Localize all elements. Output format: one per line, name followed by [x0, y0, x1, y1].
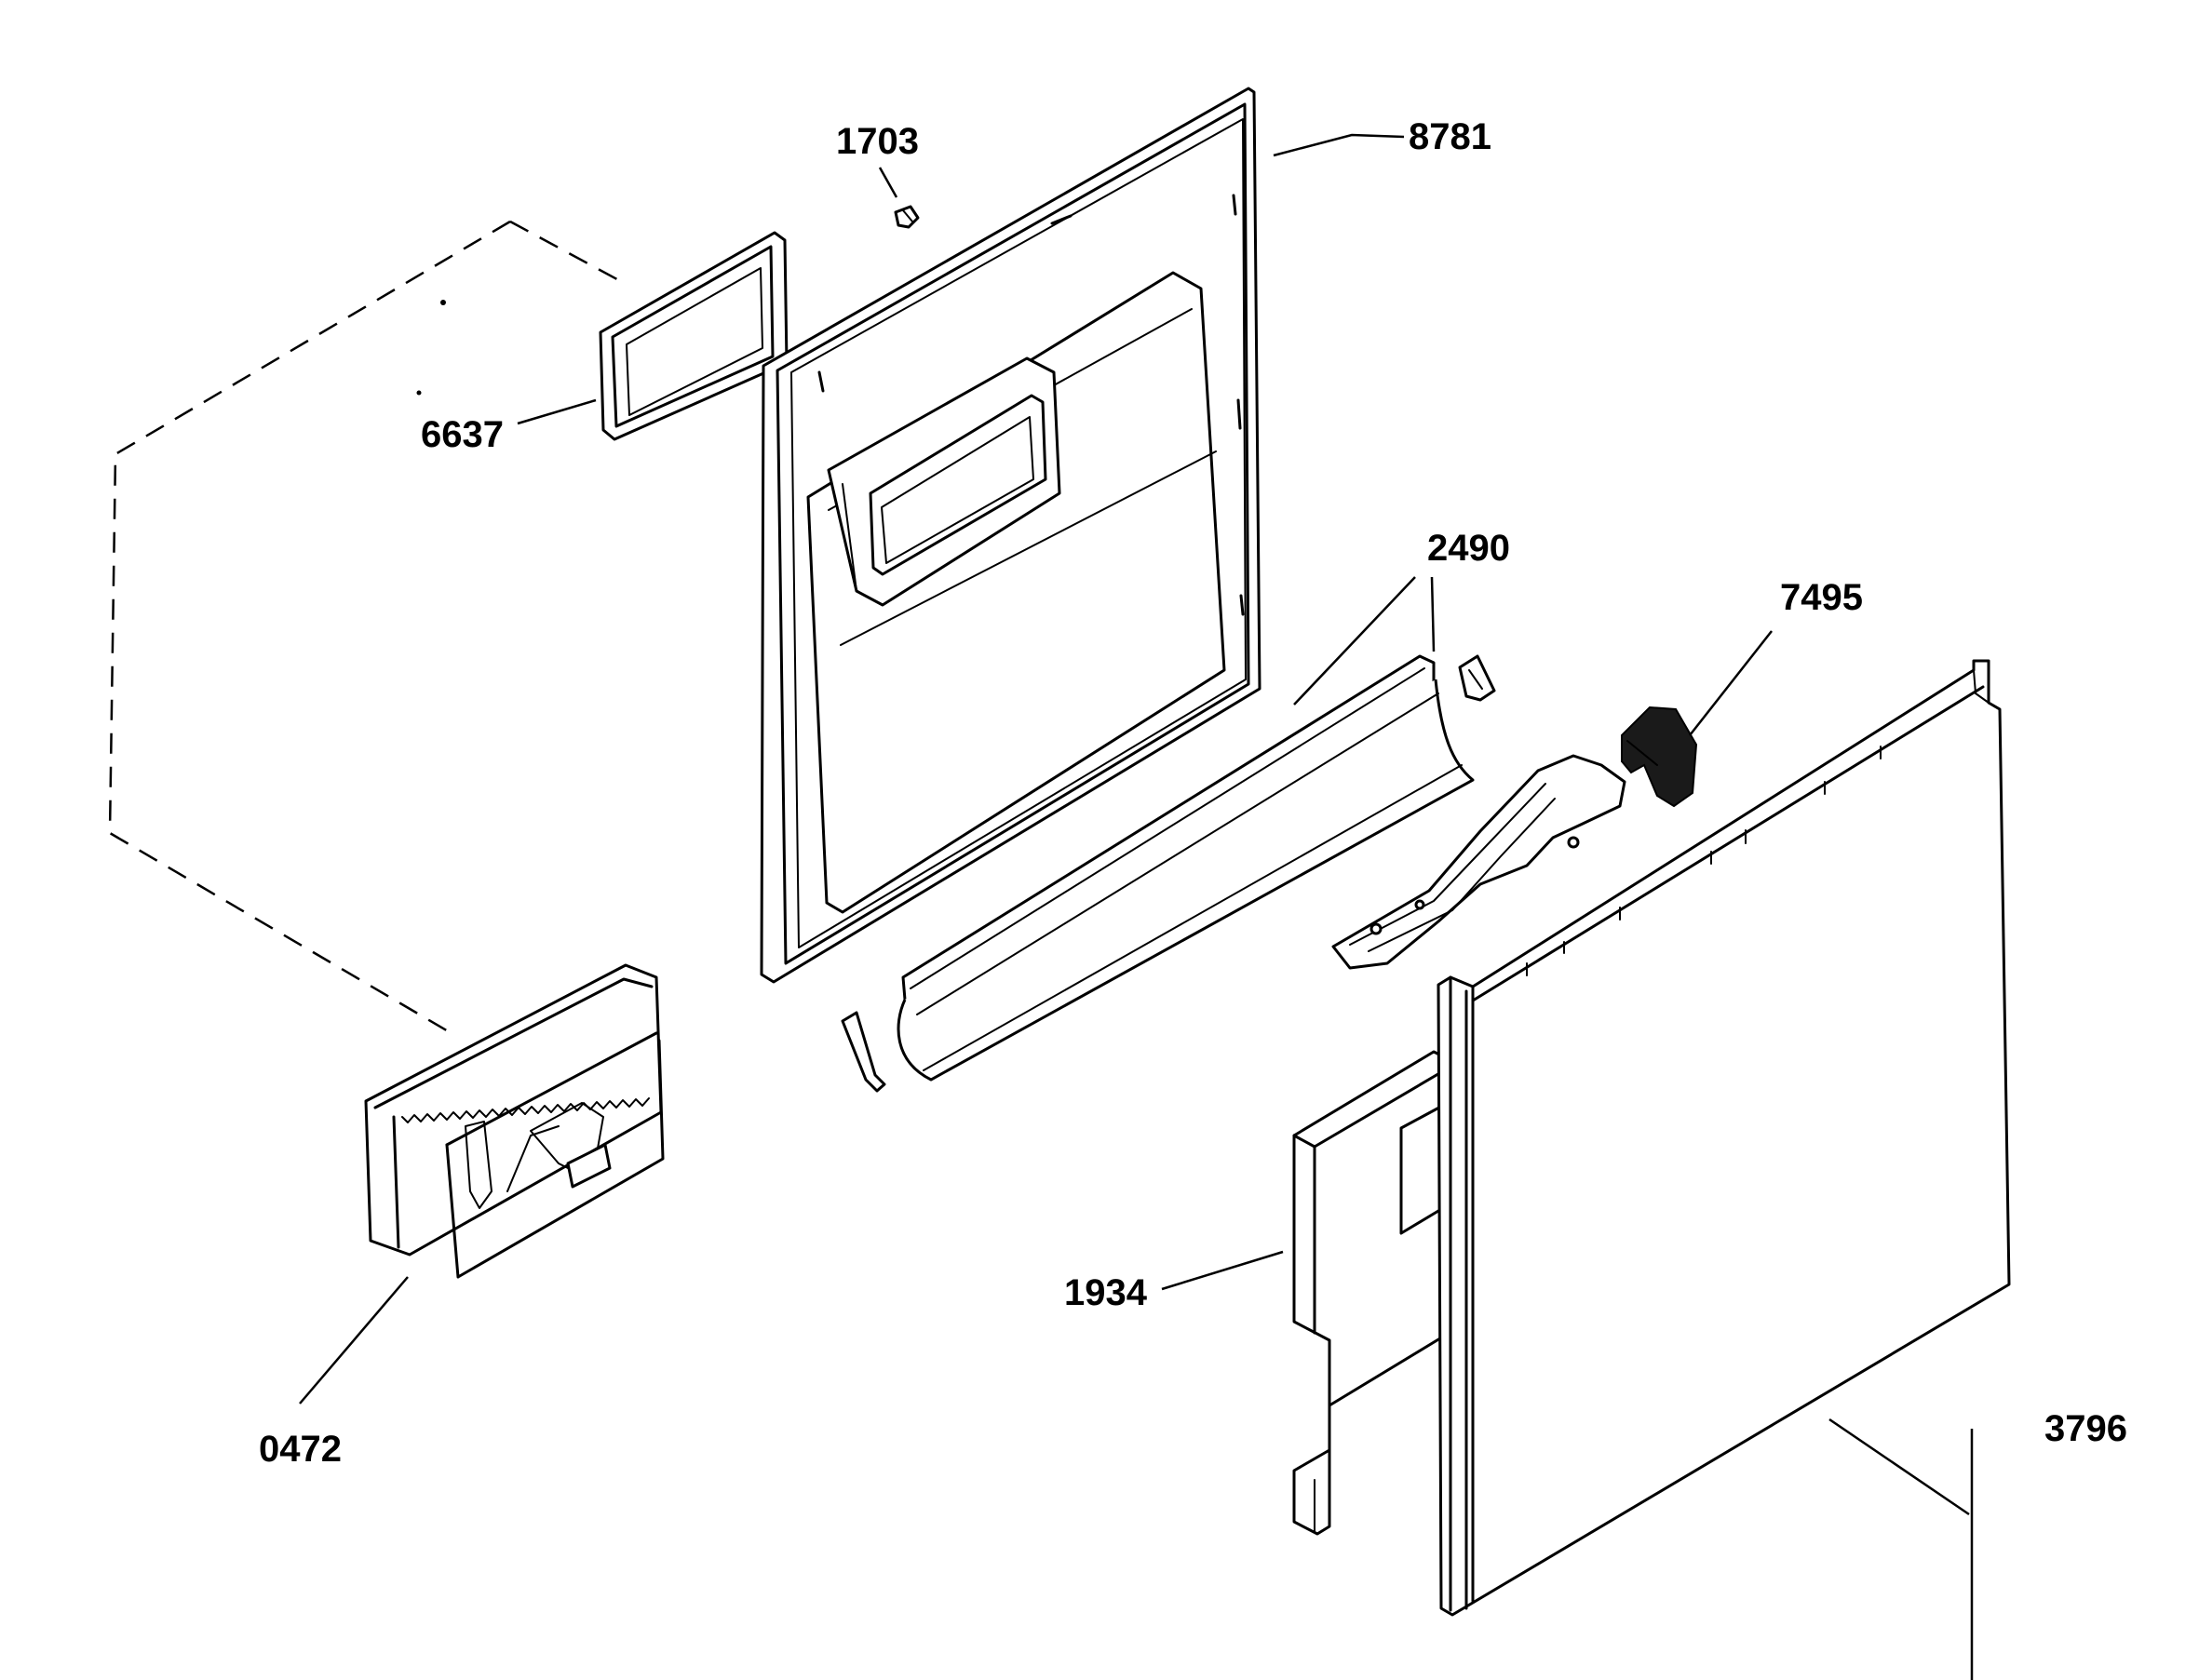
label-7495: 7495 [1780, 577, 1863, 618]
part-7495-bracket [1331, 706, 1698, 970]
leader-1934 [1161, 1250, 1284, 1291]
part-1703-screw [894, 205, 920, 229]
label-3796: 3796 [2044, 1408, 2127, 1449]
leader-3796 [1828, 1418, 1974, 1680]
part-1934-insulation [1292, 1050, 1454, 1536]
label-0472: 0472 [259, 1429, 342, 1470]
label-8781: 8781 [1409, 116, 1491, 157]
part-2490-trim [841, 654, 1496, 1093]
part-3796-outer-door [1437, 659, 2011, 1617]
leader-2490 [1293, 576, 1436, 706]
part-8781-inner-door [760, 87, 1261, 984]
part-0472-control-module [364, 963, 665, 1279]
label-6637: 6637 [421, 414, 504, 455]
leader-7495 [1689, 630, 1773, 736]
leader-6637 [517, 398, 597, 425]
label-2490: 2490 [1427, 528, 1510, 569]
leader-lines [299, 133, 1974, 1680]
leader-8781 [1273, 133, 1405, 157]
label-1703: 1703 [836, 121, 919, 162]
part-6637-gasket [599, 231, 789, 441]
assembly-outline [108, 220, 627, 1037]
leader-1703 [878, 167, 898, 198]
leader-0472 [299, 1276, 409, 1404]
label-1934: 1934 [1064, 1272, 1148, 1313]
